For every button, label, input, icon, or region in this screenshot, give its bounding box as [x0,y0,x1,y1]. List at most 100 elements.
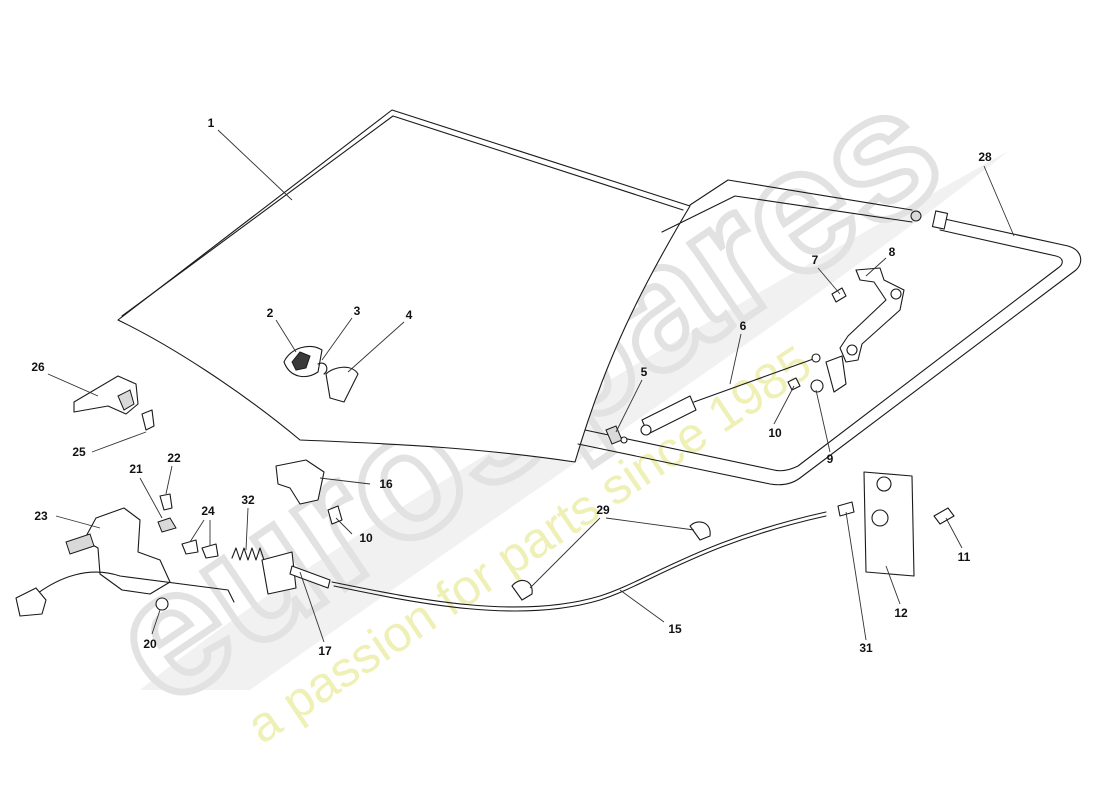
striker-post-lower [871,509,889,527]
cable-clip-upper [689,521,711,541]
callout-29: 29 [596,503,610,517]
callout-7: 7 [812,253,819,267]
cable-pin [837,501,855,517]
latch-hardware [181,539,265,561]
leader-31 [845,511,867,641]
hinge-screw [787,377,801,391]
callout-1: 1 [208,116,215,130]
hinge-lower-bracket [825,355,847,393]
emblem-clip [317,362,328,375]
leader-12 [885,565,901,605]
cable-fitting [289,565,331,589]
bracket-bolt [141,409,155,431]
leader-29a [529,517,601,589]
gas-strut-end [640,424,652,436]
hinge-washer [810,379,824,393]
leader-17 [299,571,325,643]
hood-latch [15,493,235,617]
callout-21: 21 [129,462,143,476]
callout-28: 28 [978,150,992,164]
leader-4 [347,321,405,373]
hood-bracket [73,375,155,431]
ball-stud [605,425,628,445]
callout-23: 23 [34,509,48,523]
callout-5: 5 [641,365,648,379]
leader-8 [865,257,887,277]
leader-2 [275,319,297,353]
release-cable [331,511,827,608]
gas-strut [640,353,821,436]
leader-6 [729,333,742,385]
hinge-arm [839,267,905,363]
callout-10-upper: 10 [768,426,782,440]
leader-21 [139,477,163,519]
hood-seal-frame [577,179,1082,486]
seal-end-cap [910,210,922,222]
cable-plate [261,551,297,595]
callout-12: 12 [894,606,908,620]
striker-plate-body [863,471,915,577]
hinge-bolt [831,287,847,303]
callout-8: 8 [889,245,896,259]
leader-26 [47,373,99,397]
hinge-assembly [787,267,905,393]
emblem-gasket [325,366,359,403]
callout-10-lower: 10 [359,531,373,545]
leader-24a [189,519,205,543]
seal-frame-inner [584,195,1063,472]
leader-22 [165,465,173,495]
leader-7 [817,267,841,295]
emblem-assembly [283,345,359,403]
leader-15 [619,589,665,623]
latch-nut [155,597,169,611]
callout-15: 15 [668,622,682,636]
callout-17: 17 [318,644,332,658]
gas-strut-end-top [811,353,821,363]
callout-11: 11 [958,550,971,564]
emblem-bull [291,351,311,371]
leader-29b [605,517,695,531]
callout-31: 31 [859,641,873,655]
latch-release [65,533,95,555]
hood-panel [117,109,691,463]
callout-6: 6 [740,319,747,333]
callout-2: 2 [267,306,274,320]
callout-20: 20 [143,637,157,651]
striker-bolt [933,507,955,525]
callout-26: 26 [31,360,45,374]
callout-22: 22 [167,451,181,465]
callout-3: 3 [354,304,361,318]
leader-9 [815,389,831,453]
seal-frame-outer [577,179,1082,486]
latch-spring [231,547,265,561]
hood-bracket-tab [117,389,135,411]
leader-10b [335,517,353,535]
leader-3 [321,317,353,361]
leader-5 [615,379,643,433]
seal-end-piece [931,210,949,230]
leader-23 [55,515,101,529]
release-cable-outer [333,515,827,612]
latch-screw [159,493,173,511]
leader-20 [151,609,161,635]
striker-post-upper [876,476,892,492]
callout-9: 9 [827,452,834,466]
callout-4: 4 [406,308,413,322]
hood-panel-edge [121,115,684,317]
leader-lines [47,129,1015,643]
leader-1 [217,129,293,201]
hinge-pivot [846,344,858,356]
callout-16: 16 [379,477,393,491]
leader-10a [773,385,795,425]
ball-stud-head [620,436,628,444]
callout-24: 24 [201,504,215,518]
leader-32 [245,507,249,551]
leader-25 [91,431,147,453]
latch-rubber-stop [157,517,177,533]
callout-25: 25 [72,445,86,459]
bushing-right [201,543,219,559]
leader-28 [983,165,1015,237]
small-bracket [275,459,325,505]
bushing-left [181,539,199,555]
